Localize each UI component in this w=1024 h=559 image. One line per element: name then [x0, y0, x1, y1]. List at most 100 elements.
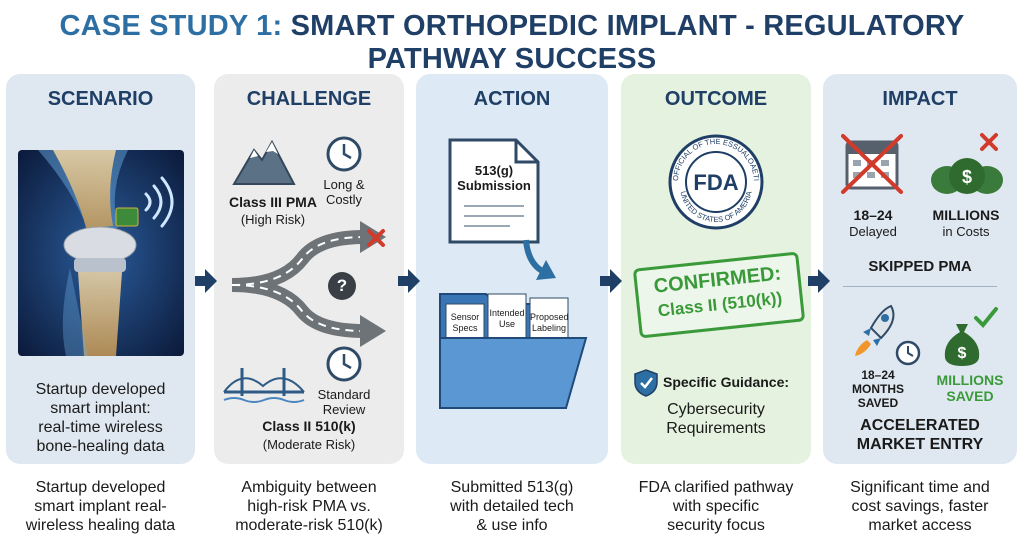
delayed-number: 18–24	[853, 207, 893, 223]
caption-line: Significant time and	[850, 479, 990, 496]
months-saved-line: 18–24	[861, 368, 895, 382]
green-check-icon	[974, 307, 998, 328]
guidance-title: Specific Guidance:	[663, 374, 790, 390]
tab-line: Intended	[489, 308, 525, 318]
caption-line: with specific	[672, 498, 760, 515]
caption-line: wireless healing data	[25, 517, 176, 534]
flow-arrow	[195, 269, 217, 293]
impact-divider	[843, 286, 997, 287]
question-badge: ?	[328, 272, 356, 300]
millions-saved-line: SAVED	[946, 388, 994, 404]
guidance-line: Requirements	[666, 420, 766, 437]
long-costly-label: Long & Costly	[316, 177, 372, 207]
skipped-pma: SKIPPED PMA	[868, 258, 972, 275]
outcome-title: OUTCOME	[664, 88, 768, 110]
fda-seal-icon: OFFICIAL OF THE ESSUALOAETI UNITED STATE…	[668, 134, 764, 230]
guidance-line: Cybersecurity	[667, 401, 765, 418]
money-bags-icon: $	[931, 158, 1003, 194]
scenario-description: Startup developed smart implant: real-ti…	[6, 380, 195, 456]
challenge-panel: CHALLENGE Long & Costly Class III PMA (H…	[214, 74, 404, 464]
challenge-title: CHALLENGE	[246, 88, 372, 110]
scenario-line: real-time wireless	[38, 419, 163, 436]
action-panel: ACTION 513(g) Submission Sensor Specs In…	[416, 74, 608, 464]
red-x-icon	[367, 229, 385, 247]
tab-line: Proposed	[530, 312, 569, 322]
caption-line: security focus	[667, 517, 765, 534]
money-bag-icon: $	[944, 324, 980, 366]
label-line: Review	[322, 402, 366, 417]
tab-line: Specs	[452, 323, 478, 333]
scenario-line: bone-healing data	[36, 438, 165, 455]
label-line: Costly	[325, 192, 363, 207]
title-prefix: CASE STUDY 1:	[59, 10, 283, 42]
scenario-caption: Startup developed smart implant real- wi…	[6, 478, 195, 535]
caption-line: cost savings, faster	[851, 498, 989, 515]
seal-center: FDA	[693, 170, 738, 195]
folder-icon	[439, 293, 588, 409]
smart-knee-implant-image	[18, 150, 184, 356]
millions-subtitle: in Costs	[942, 224, 990, 239]
outcome-panel: OUTCOME OFFICIAL OF THE ESSUALOAETI UNIT…	[621, 74, 811, 464]
flow-arrow	[398, 269, 420, 293]
tab-proposed-labeling: Proposed Labeling	[530, 312, 569, 334]
label-line: Long &	[323, 177, 365, 192]
tab-line: Sensor	[450, 312, 480, 322]
clock-icon	[895, 340, 921, 366]
doc-label-line: 513(g)	[474, 163, 514, 178]
scenario-line: smart implant:	[50, 400, 151, 417]
curved-arrow-icon	[523, 239, 556, 280]
months-saved-line: SAVED	[857, 396, 899, 410]
caption-line: with detailed tech	[450, 498, 574, 515]
doc-label: 513(g) Submission	[446, 163, 542, 193]
red-x-icon	[980, 133, 998, 151]
standard-review-label: Standard Review	[310, 387, 378, 417]
clock-icon	[326, 136, 362, 172]
clock-icon	[326, 346, 362, 382]
caption-line: market access	[868, 517, 972, 534]
doc-label-line: Submission	[457, 178, 531, 193]
guidance-body: Cybersecurity Requirements	[621, 400, 811, 438]
tab-intended-use: Intended Use	[488, 308, 526, 330]
millions-title: MILLIONS	[932, 207, 1000, 223]
accelerated-line: ACCELERATED	[860, 417, 980, 434]
flow-arrow	[808, 269, 830, 293]
caption-line: Submitted 513(g)	[450, 479, 574, 496]
document-icon	[448, 138, 540, 244]
confirmed-stamp: CONFIRMED: Class II (510(k))	[632, 251, 806, 339]
delayed-label: Delayed	[849, 224, 897, 239]
impact-title: IMPACT	[882, 88, 958, 110]
caption-line: & use info	[476, 517, 548, 534]
wireless-icon	[144, 176, 174, 228]
scenario-line: Startup developed	[35, 381, 166, 398]
months-saved: 18–24 MONTHS SAVED	[833, 368, 923, 410]
months-saved-line: MONTHS	[852, 382, 904, 396]
tab-line: Use	[498, 319, 515, 329]
action-caption: Submitted 513(g) with detailed tech & us…	[416, 478, 608, 535]
millions-saved: MILLIONS SAVED	[923, 372, 1017, 404]
caption-line: FDA clarified pathway	[638, 479, 794, 496]
impact-panel: IMPACT $ 18–24 Delayed MILLIONS in Costs…	[823, 74, 1017, 464]
caption-line: moderate-risk 510(k)	[235, 517, 383, 534]
caption-line: smart implant real-	[34, 498, 167, 515]
class2-title: Class II 510(k)	[262, 418, 356, 434]
bridge-icon	[223, 368, 305, 403]
class3-title: Class III PMA	[229, 194, 317, 210]
class3-subtitle: (High Risk)	[240, 212, 306, 227]
title-main: SMART ORTHOPEDIC IMPLANT - REGULATORY PA…	[290, 10, 965, 75]
mountain-icon	[232, 139, 296, 185]
millions-saved-line: MILLIONS	[936, 372, 1004, 388]
caption-line: Startup developed	[35, 479, 166, 496]
shield-check-icon	[634, 369, 658, 397]
rocket-icon	[855, 304, 895, 356]
scenario-panel: SCENARIO Startup developed smart implant…	[6, 74, 195, 464]
caption-line: high-risk PMA vs.	[247, 498, 371, 515]
outcome-caption: FDA clarified pathway with specific secu…	[621, 478, 811, 535]
tab-sensor-specs: Sensor Specs	[446, 312, 484, 334]
challenge-caption: Ambiguity between high-risk PMA vs. mode…	[214, 478, 404, 535]
road-fork-icon	[232, 221, 386, 347]
scenario-title: SCENARIO	[47, 88, 154, 110]
flow-arrow	[600, 269, 622, 293]
accelerated-line: MARKET ENTRY	[856, 436, 984, 453]
page-title: CASE STUDY 1: SMART ORTHOPEDIC IMPLANT -…	[0, 10, 1024, 76]
accelerated-entry: ACCELERATED MARKET ENTRY	[823, 416, 1017, 454]
